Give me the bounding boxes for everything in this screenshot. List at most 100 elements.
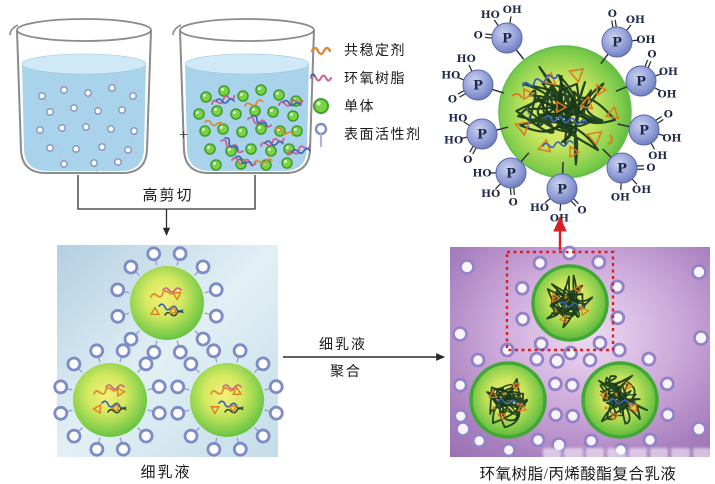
surfactant-shell-circle xyxy=(123,259,139,275)
miniemulsion-droplet xyxy=(110,246,224,360)
surfactant-shell-circle xyxy=(533,336,549,352)
legend-label-surfactant: 表面活性剂 xyxy=(344,128,422,143)
surfactant-shell-circle xyxy=(170,379,186,395)
oxygen-label: HO xyxy=(444,135,463,147)
surfactant-shell-circle xyxy=(548,407,564,423)
composite-particle xyxy=(452,342,564,458)
surfactant-shell-circle xyxy=(206,441,222,457)
surfactant-shell-circle xyxy=(115,441,131,457)
monomer-droplet xyxy=(255,123,267,135)
miniemulsion-box xyxy=(53,245,284,457)
surfactant-shell-circle xyxy=(53,405,69,421)
surfactant-shell-circle xyxy=(268,379,284,395)
legend-label-monomer: 单体 xyxy=(344,100,375,115)
surfactant-molecule xyxy=(59,155,64,162)
surfactant-shell-circle xyxy=(206,343,222,359)
monomer-droplet xyxy=(218,85,230,97)
surfactant-shell-circle xyxy=(195,259,211,275)
monomer-droplet xyxy=(236,126,248,138)
surfactant-shell-circle xyxy=(232,343,248,359)
surfactant-shell-circle xyxy=(151,379,167,395)
monomer-droplet xyxy=(230,108,242,120)
watermark xyxy=(543,448,711,461)
oxygen-label: HO xyxy=(530,202,549,214)
phosphorus-label: P xyxy=(636,75,646,90)
monomer-droplet xyxy=(210,159,222,171)
surfactant-shell-circle xyxy=(172,344,188,360)
legend-label-costabilizer: 共稳定剂 xyxy=(344,44,406,59)
surfactant-shell-circle xyxy=(66,428,82,444)
oxygen-label: O xyxy=(647,49,656,61)
surfactant-shell-circle xyxy=(452,377,468,393)
surfactant-shell-circle xyxy=(611,342,627,358)
surfactant-shell-circle xyxy=(501,442,517,458)
monomer-droplet xyxy=(245,143,257,155)
surfactant-shell-circle xyxy=(583,433,599,449)
surfactant-shell-circle xyxy=(564,377,580,393)
surfactant-molecule xyxy=(88,127,95,132)
oxygen-label: OH xyxy=(611,192,630,204)
process-label-line1: 细乳液 xyxy=(319,338,367,353)
phosphorus-label: P xyxy=(557,183,567,198)
monomer-droplet xyxy=(267,106,279,118)
legend-label-epoxy: 环氧树脂 xyxy=(344,72,406,87)
miniemulsion-caption: 细乳液 xyxy=(140,465,192,481)
surfactant-shell-circle xyxy=(146,344,162,360)
surfactant-shell-circle xyxy=(641,351,657,367)
oxygen-label: HO xyxy=(481,188,500,200)
surfactant-shell-circle xyxy=(642,432,658,448)
surfactant-shell-circle xyxy=(232,441,248,457)
surfactant-shell-circle xyxy=(547,376,563,392)
surfactant-shell-circle xyxy=(138,356,154,372)
composite-caption: 环氧树脂/丙烯酸酯复合乳液 xyxy=(479,466,677,483)
monomer-droplet xyxy=(200,91,212,103)
surfactant-shell-circle xyxy=(172,246,188,262)
surfactant-molecule xyxy=(94,165,98,173)
surfactant-shell-circle xyxy=(255,428,271,444)
epoxy-resin-icon xyxy=(310,73,332,82)
surfactant-shell-circle xyxy=(470,352,486,368)
surfactant-molecule xyxy=(64,108,72,112)
oxygen-label: OH xyxy=(503,4,522,16)
surfactant-shell-circle xyxy=(591,254,607,270)
oxygen-label: HO xyxy=(448,112,467,124)
surfactant-molecule xyxy=(51,104,58,111)
surfactant-shell-circle xyxy=(453,408,469,424)
oxygen-label: HO xyxy=(457,53,476,65)
legend-item-surfactant: 表面活性剂 xyxy=(309,120,422,148)
oxygen-label: O xyxy=(463,154,472,166)
monomer-droplet xyxy=(265,145,277,157)
phosphorus-label: P xyxy=(502,32,512,47)
phosphorus-label: P xyxy=(477,128,487,143)
oxygen-label: HO xyxy=(441,70,460,82)
surfactant-shell-circle xyxy=(208,282,224,298)
phosphorus-label: P xyxy=(506,167,516,182)
surfactant-shell-circle xyxy=(195,331,211,347)
oxygen-label: O xyxy=(448,93,457,105)
legend-item-epoxy: 环氧树脂 xyxy=(309,64,422,92)
functionalized-particle: POHOOHPOOHOHPOOHOHPOOHOHPOOHOHPOOHHOPOHO… xyxy=(441,4,681,224)
monomer-droplet xyxy=(211,105,223,117)
surfactant-molecule xyxy=(120,157,127,162)
surfactant-shell-circle xyxy=(609,279,625,295)
surfactant-shell-circle xyxy=(89,441,105,457)
surfactant-shell-circle xyxy=(561,245,577,261)
surfactant-molecule xyxy=(39,133,43,140)
process-label-line2: 聚合 xyxy=(330,365,362,380)
surfactant-shell-circle xyxy=(123,331,139,347)
surfactant-shell-circle xyxy=(660,407,676,423)
surfactant-shell-circle xyxy=(592,335,608,351)
surfactant-molecule xyxy=(42,98,48,105)
surfactant-shell-circle xyxy=(499,342,515,358)
beaker-left xyxy=(9,18,152,174)
monomer-droplet xyxy=(249,105,261,117)
phosphorus-label: P xyxy=(617,162,627,177)
miniemulsion-droplet xyxy=(170,343,284,457)
surfactant-shell-circle xyxy=(146,246,162,262)
